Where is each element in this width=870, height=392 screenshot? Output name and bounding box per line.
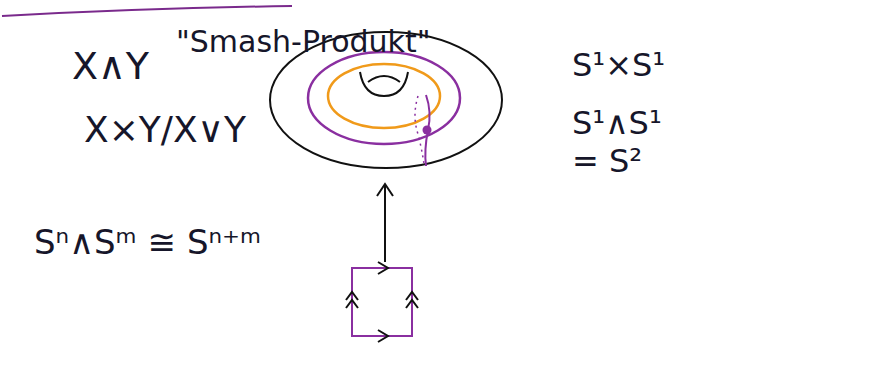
quotient-arrow [384,186,386,262]
torus-longitude [308,52,460,144]
fundamental-square [352,268,412,336]
formula: X×Y/X∨Y [84,108,246,151]
torus-circle [328,64,440,128]
separator-line [2,6,292,16]
torus-hole [360,72,408,96]
base-point [423,126,432,135]
edge-arrow [378,330,388,342]
quotient-arrow [377,184,393,196]
formula: Sⁿ∧Sᵐ ≅ Sⁿ⁺ᵐ [34,222,261,263]
edge-arrow [378,262,388,274]
edge-arrow [346,292,358,308]
formula: X∧Y [72,44,149,90]
formula: S¹∧S¹ = S² [572,104,684,181]
formula: S¹×S¹ [572,46,665,84]
edge-arrow [406,292,418,308]
torus-hole [368,76,400,82]
heading: "Smash-Produkt" [176,24,431,60]
